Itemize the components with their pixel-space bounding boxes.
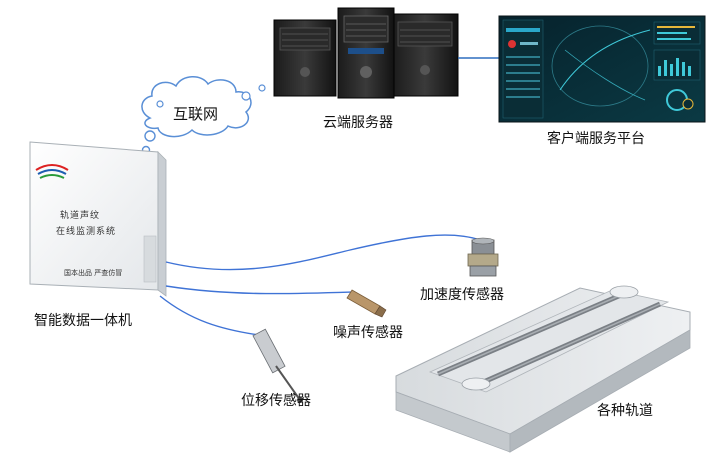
track-slab-image [395, 285, 691, 453]
accelerometer-icon [467, 237, 499, 277]
client-platform-label: 客户端服务平台 [547, 131, 645, 147]
device-panel-line2: 在线监测系统 [56, 227, 117, 237]
platform-dashboard-thumbnail [498, 15, 706, 123]
device-panel-line1: 轨道声纹 [60, 211, 101, 221]
noise-sensor-icon [346, 289, 387, 318]
accel-sensor-label: 加速度传感器 [420, 287, 504, 303]
internet-cloud [141, 76, 266, 155]
data-unit-box [29, 141, 167, 297]
tracks-label: 各种轨道 [597, 403, 653, 419]
device-panel-footer: 国本出品 严查仿冒 [64, 269, 123, 277]
data-unit-label: 智能数据一体机 [34, 313, 132, 329]
displacement-sensor-label: 位移传感器 [241, 393, 311, 409]
displacement-sensor-icon [252, 328, 303, 403]
noise-sensor-label: 噪声传感器 [333, 325, 403, 341]
cloud-server-label: 云端服务器 [323, 115, 393, 131]
server-icon [273, 7, 459, 99]
internet-label: 互联网 [173, 105, 219, 123]
sensor-cables [159, 234, 481, 337]
